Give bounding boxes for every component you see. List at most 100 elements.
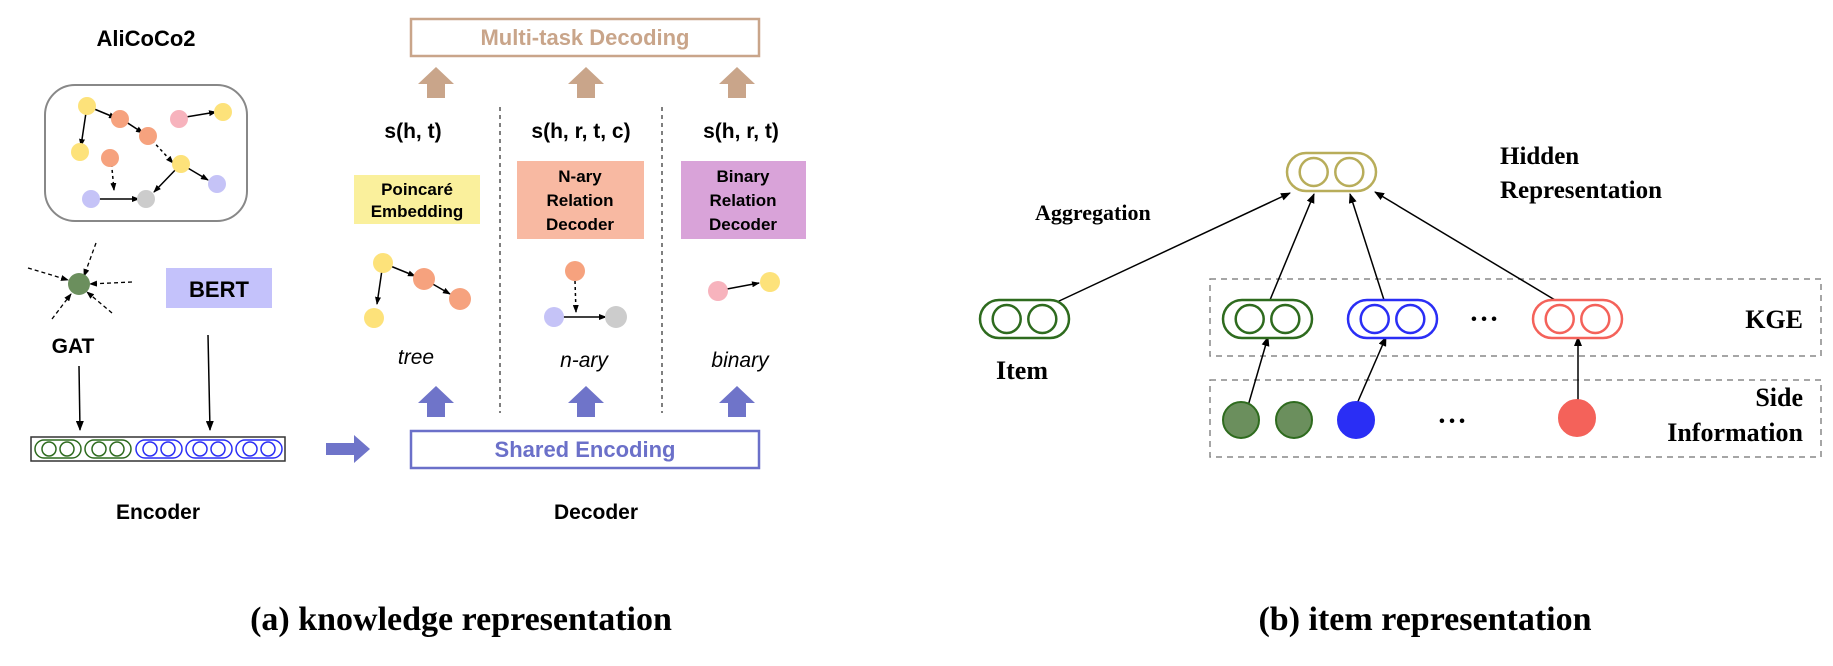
kge-label: KGE [1745,305,1803,334]
side-info-node [1337,401,1375,439]
encoder-label: Encoder [116,501,200,524]
gat-edge [89,280,133,287]
nary-line3: Decoder [546,215,614,234]
gat-label: GAT [52,335,95,358]
hidden-label-line1: Hidden [1500,143,1579,170]
graph-node [82,190,100,208]
decoder-column-nary: s(h, r, t, c) N-ary Relation Decoder n-a… [517,67,644,417]
item-to-hidden-arrow [1056,192,1291,303]
bert-to-encoder-arrow [205,334,214,431]
kge-to-hidden-arrow [1348,193,1385,301]
gat-node-cluster [27,242,133,320]
side-info-node [1558,399,1596,437]
gat-center-node [68,273,90,295]
side-info-node [1222,401,1260,439]
score-function: s(h, r, t, c) [531,120,630,143]
alicoco-title: AliCoCo2 [97,26,196,51]
gat-edge [83,242,97,277]
binary-decoder-box [681,161,806,239]
encoder-vector [235,439,283,459]
item-label: Item [996,356,1048,385]
tree-node [373,253,393,273]
alicoco-graph-frame [44,84,248,222]
encoder-vector [185,439,233,459]
vector-outline [978,298,1071,340]
up-arrow-blue [719,386,755,417]
decoder-column-tree: s(h, t) Poincaré Embedding tree [354,67,480,417]
poincare-box [354,175,480,224]
poincare-line1: Poincaré [381,180,453,199]
item-representation-panel: Hidden Representation Aggregation Item •… [978,143,1822,638]
tree-node [413,268,435,290]
nary-line1: N-ary [558,167,602,186]
binary-type-label: binary [711,349,770,372]
kge-to-hidden-arrow [1269,193,1315,301]
nary-edge [572,280,579,313]
graph-node [214,103,232,121]
kge-to-hidden-arrow [1374,191,1556,301]
graph-node [78,97,96,115]
graph-node [71,143,89,161]
vector-cell [991,303,1022,335]
tree-node [449,288,471,310]
vector-cell [1395,303,1426,335]
gat-edge [86,291,113,314]
hidden-representation-vector [1285,151,1378,193]
encoder-vector-cell [160,441,176,457]
side-information-region [1209,379,1822,458]
nary-node [605,306,627,328]
vector-outline [1285,151,1378,193]
hidden-label-line2: Representation [1500,177,1662,204]
multitask-decoding-box [409,17,761,58]
encoder-vector-cell [109,441,125,457]
encoder-vector [135,439,183,459]
alicoco-graph [44,84,248,222]
aggregation-label: Aggregation [1035,200,1151,225]
binary-line3: Decoder [709,215,777,234]
up-arrow-blue [418,386,454,417]
knowledge-representation-panel: AliCoCo2 [27,17,806,638]
encoder-vector-cell [41,441,57,457]
vector-cell [1298,156,1329,188]
vector-outline [1531,298,1624,340]
kge-vector-blue [1346,298,1439,340]
tree-type-label: tree [398,346,434,369]
binary-node [708,281,728,301]
encoder-vector-cell [210,441,226,457]
vector-outline [1221,298,1314,340]
graph-node [139,127,157,145]
decoder-column-binary: s(h, r, t) Binary Relation Decoder binar… [681,67,806,417]
nary-node [565,261,585,281]
poincare-line2: Embedding [371,202,464,221]
side-ellipsis: • • • [1439,413,1465,430]
nary-type-label: n-ary [560,349,609,372]
encoder-vector-cell [59,441,75,457]
gat-to-encoder-arrow [75,365,84,431]
encoder-embedding-bar [30,436,286,462]
gat-edge [51,293,72,320]
encoder-vector-cell [260,441,276,457]
graph-node [170,110,188,128]
shared-encoding-box [409,429,761,470]
kge-vector-coral [1531,298,1624,340]
binary-line1: Binary [717,167,770,186]
kge-ellipsis: • • • [1471,311,1497,328]
nary-decoder-box [517,161,644,239]
gat-edge [27,267,69,281]
multitask-decoding-label: Multi-task Decoding [480,25,689,50]
encoder-vector-cell [142,441,158,457]
up-arrow-tan [568,67,604,98]
side-label-line1: Side [1755,383,1803,412]
side-label-line2: Information [1667,418,1803,447]
vector-cell [1270,303,1301,335]
nary-node [544,307,564,327]
vector-cell [1359,303,1390,335]
graph-node [172,155,190,173]
binary-edge [726,281,760,290]
encoder-to-decoder-arrow [326,435,370,463]
encoder-vector-cell [242,441,258,457]
item-vector [978,298,1071,340]
up-arrow-blue [568,386,604,417]
side-to-kge-arrow [1355,336,1387,407]
graph-node [111,110,129,128]
